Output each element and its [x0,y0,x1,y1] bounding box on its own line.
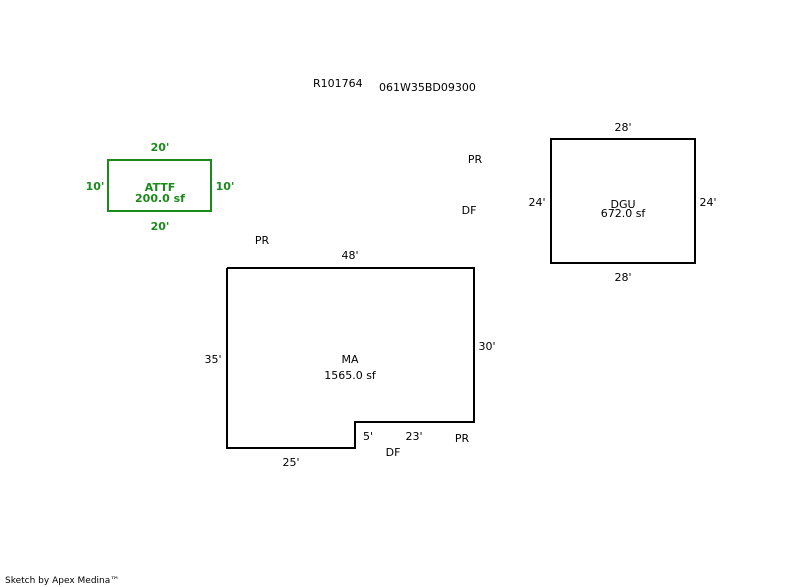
attf-left-dimension: 10' [86,180,105,193]
account-number: R101764 [313,77,363,90]
ma-top-dimension: 48' [341,249,358,262]
attf-label: ATTF [145,181,175,194]
attf-area: 200.0 sf [135,192,185,205]
dgu-bottom-dimension: 28' [614,271,631,284]
ma-outline [226,267,475,449]
df-label-lower: DF [386,446,401,459]
attf-bottom-dimension: 20' [151,220,170,233]
pr-label-left: PR [255,234,270,247]
attf-outline [107,159,212,212]
dgu-top-dimension: 28' [614,121,631,134]
df-label-upper: DF [462,204,477,217]
ma-notch-dimension: 5' [363,430,373,443]
footer-credit: Sketch by Apex Medina™ [5,576,119,586]
pr-label-upper: PR [468,153,483,166]
ma-area: 1565.0 sf [324,369,377,382]
ma-left-dimension: 35' [204,353,221,366]
dgu-label: DGU [610,198,635,211]
pr-label-lower: PR [455,432,470,445]
attf-right-dimension: 10' [216,180,235,193]
ma-bottom-right-dimension: 23' [405,430,422,443]
dgu-right-dimension: 24' [699,196,716,209]
dgu-left-dimension: 24' [528,196,545,209]
dgu-area: 672.0 sf [601,207,647,220]
map-lot-number: 061W35BD09300 [379,81,476,94]
dgu-outline [550,138,696,264]
ma-bottom-left-dimension: 25' [282,456,299,469]
attf-top-dimension: 20' [151,141,170,154]
ma-right-dimension: 30' [478,340,495,353]
ma-label: MA [341,353,358,366]
